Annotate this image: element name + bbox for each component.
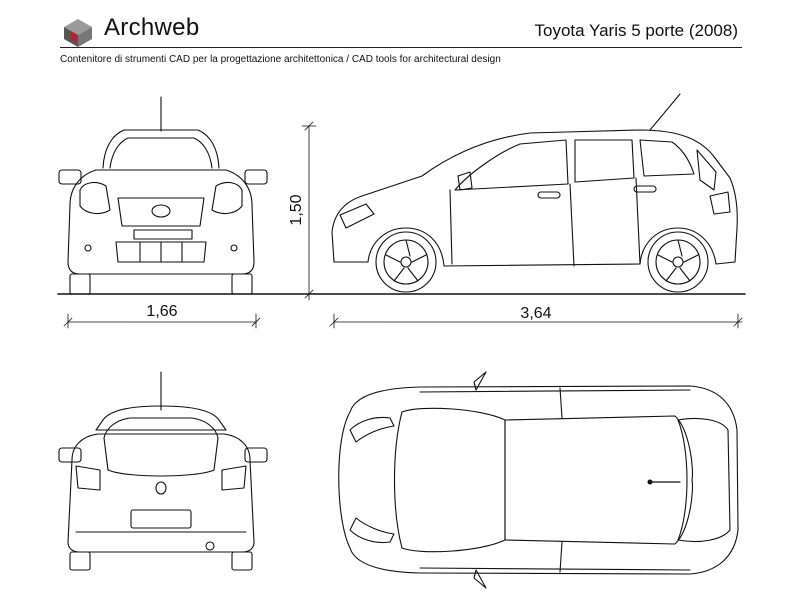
header-divider: [60, 47, 742, 48]
width-dimension-label: 1,66: [146, 303, 177, 320]
height-dimension: [301, 121, 317, 301]
front-view: [58, 96, 268, 295]
side-view: [331, 93, 738, 293]
archweb-logo-icon: [64, 19, 92, 47]
rear-view: [58, 371, 268, 571]
length-dimension: [329, 313, 743, 329]
brand-name: Archweb: [104, 14, 200, 41]
drawing-title: Toyota Yaris 5 porte (2008): [534, 21, 739, 40]
length-dimension-label: 3,64: [520, 305, 551, 322]
width-dimension: [63, 313, 261, 329]
header-subtitle: Contenitore di strumenti CAD per la prog…: [60, 54, 501, 65]
height-dimension-label: 1,50: [288, 194, 305, 225]
top-view: [338, 371, 739, 589]
